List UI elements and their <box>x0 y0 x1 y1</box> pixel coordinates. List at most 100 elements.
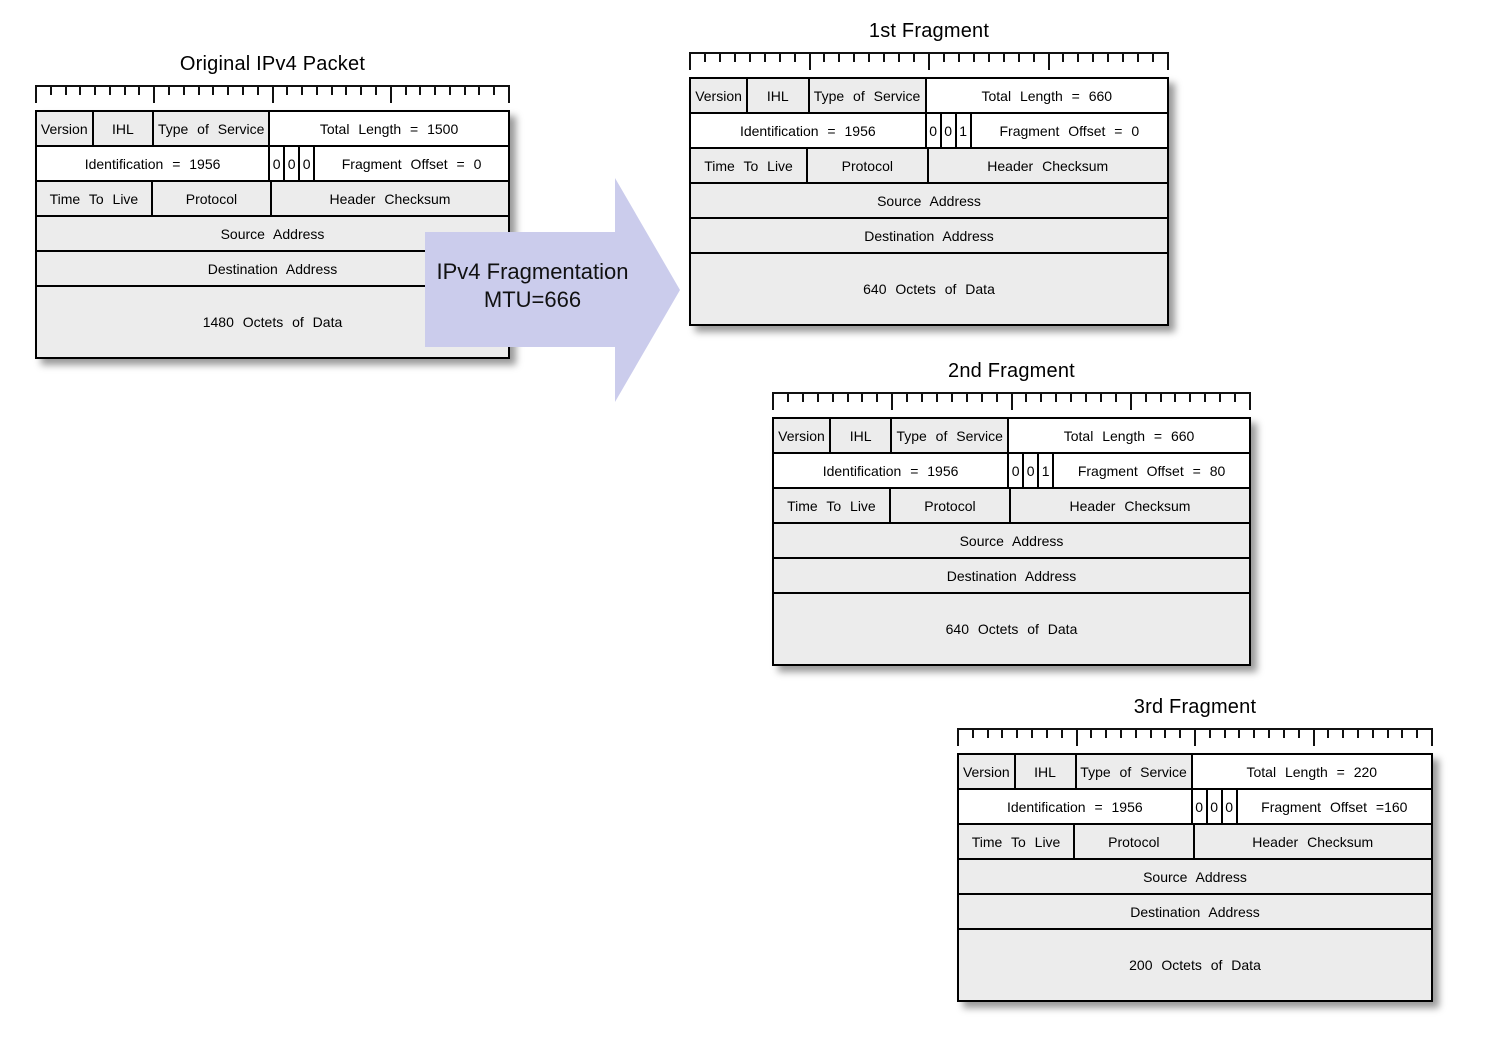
flag-bit-df: 0 <box>1024 454 1040 487</box>
header-row-destination: Destination Address <box>774 559 1249 594</box>
packet-title: 2nd Fragment <box>948 360 1075 382</box>
field-version: Version <box>774 419 831 452</box>
ruler-tick <box>772 394 774 410</box>
ruler-tick <box>733 54 736 62</box>
ipv4-header-table: Version IHL Type of Service Total Length… <box>689 77 1169 326</box>
field-ihl: IHL <box>1015 755 1077 788</box>
field-ihl: IHL <box>831 419 893 452</box>
ruler-tick <box>1282 730 1285 738</box>
ruler-tick <box>1032 54 1035 62</box>
ruler-tick <box>957 54 960 62</box>
ruler-tick <box>935 394 938 402</box>
flag-bit-df: 0 <box>941 114 957 147</box>
ruler-tick <box>360 87 363 95</box>
ruler-tick <box>271 87 274 103</box>
ruler-tick <box>1253 730 1256 738</box>
field-header-checksum: Header Checksum <box>272 182 508 215</box>
field-fragment-offset: Fragment Offset = 80 <box>1054 454 1249 487</box>
ruler-tick <box>1174 394 1177 402</box>
ruler-tick <box>197 87 200 95</box>
field-total-length: Total Length = 1500 <box>270 112 508 145</box>
arrow-label-line2: MTU=666 <box>483 287 582 312</box>
ruler-tick <box>404 87 407 95</box>
field-data-octets: 640 Octets of Data <box>691 254 1167 324</box>
ruler-tick <box>1204 394 1207 402</box>
packet-title: Original IPv4 Packet <box>179 53 366 75</box>
flag-bit-df: 0 <box>285 147 301 180</box>
field-protocol: Protocol <box>890 489 1012 522</box>
ruler-tick <box>971 730 974 738</box>
field-header-checksum: Header Checksum <box>1011 489 1249 522</box>
packet-original: Original IPv4 Packet Version IHL Type of… <box>35 52 510 359</box>
header-row-2: Identification = 1956 0 0 1 Fragment Off… <box>774 454 1249 489</box>
arrow-shape <box>425 178 680 402</box>
header-row-3: Time To Live Protocol Header Checksum <box>691 149 1167 184</box>
field-type-of-service: Type of Service <box>892 419 1010 452</box>
ruler-tick <box>831 394 834 402</box>
ruler-tick <box>1016 730 1019 738</box>
ruler-tick <box>212 87 215 95</box>
ruler-tick <box>123 87 126 95</box>
ruler-tick <box>1092 54 1095 62</box>
ruler-tick <box>816 394 819 402</box>
header-row-3: Time To Live Protocol Header Checksum <box>774 489 1249 524</box>
header-row-1: Version IHL Type of Service Total Length… <box>959 755 1431 790</box>
ruler-tick <box>389 87 392 103</box>
field-fragment-offset: Fragment Offset =160 <box>1237 790 1431 823</box>
ruler-tick <box>1031 730 1034 738</box>
ruler-tick <box>138 87 141 95</box>
ruler-tick <box>846 394 849 402</box>
field-source-address: Source Address <box>959 860 1431 893</box>
field-identification: Identification = 1956 <box>691 114 927 147</box>
ruler-tick <box>1234 394 1237 402</box>
ruler-tick <box>913 54 916 62</box>
field-total-length: Total Length = 220 <box>1192 755 1431 788</box>
header-row-2: Identification = 1956 0 0 0 Fragment Off… <box>959 790 1431 825</box>
ruler-tick <box>478 87 481 95</box>
field-time-to-live: Time To Live <box>691 149 809 182</box>
field-ihl: IHL <box>748 79 810 112</box>
ruler-tick <box>838 54 841 62</box>
ruler-tick <box>330 87 333 95</box>
ruler-tick <box>1371 730 1374 738</box>
ruler-tick <box>1040 394 1043 402</box>
ruler-tick <box>1416 730 1419 738</box>
ruler-tick <box>79 87 82 95</box>
ruler-tick <box>1075 730 1078 746</box>
field-total-length: Total Length = 660 <box>926 79 1167 112</box>
ruler-tick <box>748 54 751 62</box>
packet-fragment-1: 1st Fragment Version IHL Type of Service… <box>689 19 1169 326</box>
ruler-tick <box>1342 730 1345 738</box>
ipv4-header-table: Version IHL Type of Service Total Length… <box>772 417 1251 666</box>
packet-fragment-2: 2nd Fragment Version IHL Type of Service… <box>772 359 1251 666</box>
ruler-tick <box>808 54 811 70</box>
ruler-tick <box>1194 730 1196 746</box>
ruler-tick <box>345 87 348 95</box>
ruler-tick <box>876 394 879 402</box>
field-source-address: Source Address <box>774 524 1249 557</box>
field-data-octets: 200 Octets of Data <box>959 930 1431 1000</box>
field-destination-address: Destination Address <box>774 559 1249 592</box>
ruler-tick <box>823 54 826 62</box>
ruler-tick <box>1055 394 1058 402</box>
ruler-tick <box>763 54 766 62</box>
ruler-tick <box>1090 730 1093 738</box>
fragmentation-arrow-icon <box>425 178 680 402</box>
ruler-tick <box>448 87 451 95</box>
field-data-octets: 640 Octets of Data <box>774 594 1249 664</box>
ruler-tick <box>1017 54 1020 62</box>
field-destination-address: Destination Address <box>691 219 1167 252</box>
bit-ruler <box>689 52 1169 70</box>
field-destination-address: Destination Address <box>959 895 1431 928</box>
flag-bit-reserved: 0 <box>1192 790 1208 823</box>
ruler-tick <box>1122 54 1125 62</box>
ruler-tick <box>241 87 244 95</box>
header-row-3: Time To Live Protocol Header Checksum <box>959 825 1431 860</box>
flag-bit-mf: 1 <box>956 114 972 147</box>
ruler-tick <box>1249 394 1251 410</box>
field-total-length: Total Length = 660 <box>1009 419 1249 452</box>
field-time-to-live: Time To Live <box>774 489 891 522</box>
flag-bit-reserved: 0 <box>926 114 942 147</box>
data-row: 640 Octets of Data <box>774 594 1249 664</box>
ruler-tick <box>891 394 894 410</box>
